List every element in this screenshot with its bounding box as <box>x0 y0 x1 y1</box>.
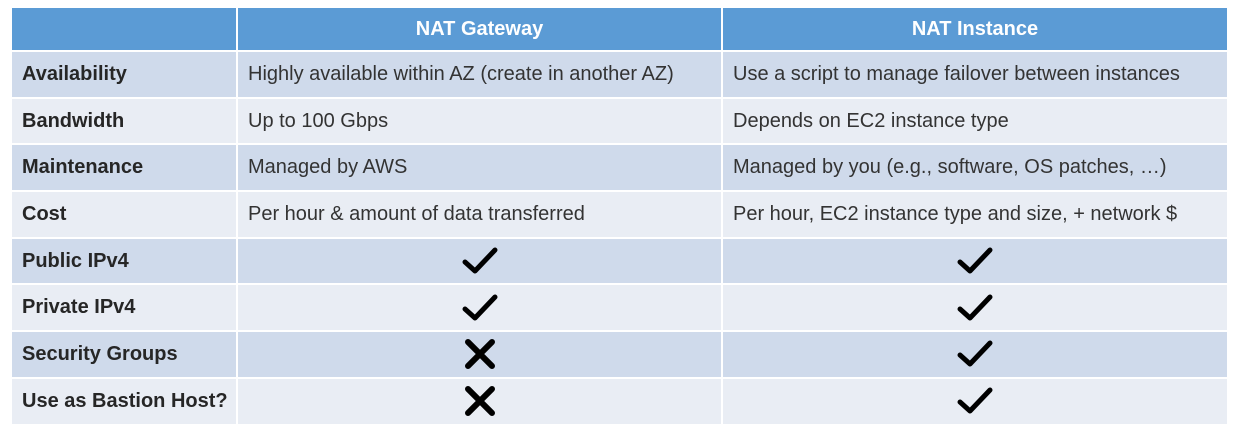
row-label: Bandwidth <box>12 97 238 146</box>
gateway-cell: Up to 100 Gbps <box>237 97 723 146</box>
header-nat-gateway: NAT Gateway <box>237 8 723 52</box>
table-header-row: NAT Gateway NAT Instance <box>12 8 1227 52</box>
row-label: Public IPv4 <box>12 237 238 286</box>
instance-icon-cell <box>722 377 1227 426</box>
instance-icon-cell <box>722 331 1227 379</box>
row-label: Maintenance <box>12 144 238 193</box>
gateway-cell: Highly available within AZ (create in an… <box>237 51 723 99</box>
check-icon <box>957 387 993 414</box>
header-nat-instance: NAT Instance <box>722 8 1227 52</box>
table-row-bastion-host: Use as Bastion Host? <box>12 377 1227 426</box>
table-row-public-ipv4: Public IPv4 <box>12 237 1227 286</box>
gateway-icon-cell <box>237 284 723 333</box>
instance-cell: Use a script to manage failover between … <box>722 51 1227 99</box>
gateway-cell: Managed by AWS <box>237 144 723 193</box>
check-icon <box>462 247 497 274</box>
instance-cell: Per hour, EC2 instance type and size, + … <box>722 191 1227 239</box>
header-corner-cell <box>12 8 238 52</box>
row-label: Private IPv4 <box>12 284 238 333</box>
nat-comparison-table: NAT Gateway NAT Instance Availability Hi… <box>12 8 1227 426</box>
check-icon <box>957 294 993 321</box>
table-row-private-ipv4: Private IPv4 <box>12 284 1227 333</box>
table-row-availability: Availability Highly available within AZ … <box>12 51 1227 99</box>
instance-cell: Managed by you (e.g., software, OS patch… <box>722 144 1227 193</box>
comparison-table-container: NAT Gateway NAT Instance Availability Hi… <box>12 8 1227 426</box>
row-label: Cost <box>12 191 238 239</box>
check-icon <box>957 340 993 367</box>
instance-cell: Depends on EC2 instance type <box>722 97 1227 146</box>
instance-icon-cell <box>722 237 1227 286</box>
gateway-cell: Per hour & amount of data transferred <box>237 191 723 239</box>
gateway-icon-cell <box>237 331 723 379</box>
check-icon <box>957 247 993 274</box>
gateway-icon-cell <box>237 377 723 426</box>
row-label: Security Groups <box>12 331 238 379</box>
table-row-security-groups: Security Groups <box>12 331 1227 379</box>
instance-icon-cell <box>722 284 1227 333</box>
check-icon <box>462 294 497 321</box>
gateway-icon-cell <box>237 237 723 286</box>
table-row-cost: Cost Per hour & amount of data transferr… <box>12 191 1227 239</box>
row-label: Use as Bastion Host? <box>12 377 238 426</box>
cross-icon <box>464 339 495 370</box>
row-label: Availability <box>12 51 238 99</box>
table-row-bandwidth: Bandwidth Up to 100 Gbps Depends on EC2 … <box>12 97 1227 146</box>
cross-icon <box>464 386 495 417</box>
table-row-maintenance: Maintenance Managed by AWS Managed by yo… <box>12 144 1227 193</box>
